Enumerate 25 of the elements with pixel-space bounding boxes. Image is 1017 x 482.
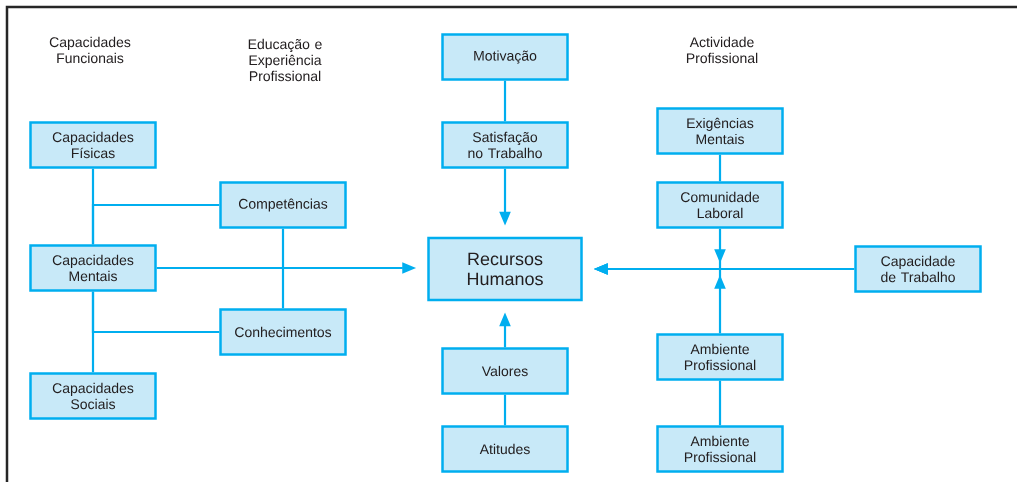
connector: [91, 291, 220, 334]
process-box: Satisfação no Trabalho: [441, 121, 569, 169]
process-box: Atitudes: [441, 425, 569, 473]
central-box: Recursos Humanos: [427, 236, 583, 302]
connector: [91, 203, 220, 245]
process-box: Valores: [441, 347, 569, 395]
connector: [718, 154, 722, 182]
process-box: Ambiente Profissional: [656, 333, 784, 381]
column-heading: Capacidades Funcionais: [49, 36, 131, 64]
process-box: Conhecimentos: [219, 308, 347, 356]
connector: [503, 394, 507, 426]
connector: [503, 80, 507, 122]
process-box: Capacidades Sociais: [29, 372, 157, 420]
process-box: Capacidade de Trabalho: [854, 245, 982, 293]
process-box: Comunidade Laboral: [656, 181, 784, 229]
connector: [718, 380, 722, 426]
process-box: Competências: [219, 181, 347, 229]
process-box: Ambiente Profissional: [656, 425, 784, 473]
column-heading: Educação e Experiência Profissional: [248, 38, 322, 82]
process-box: Capacidades Físicas: [29, 121, 157, 169]
column-heading: Actividade Profissional: [686, 36, 758, 64]
connector: [281, 228, 285, 309]
process-box: Motivação: [441, 33, 569, 81]
process-box: Capacidades Mentais: [29, 244, 157, 292]
process-box: Exigências Mentais: [656, 107, 784, 155]
